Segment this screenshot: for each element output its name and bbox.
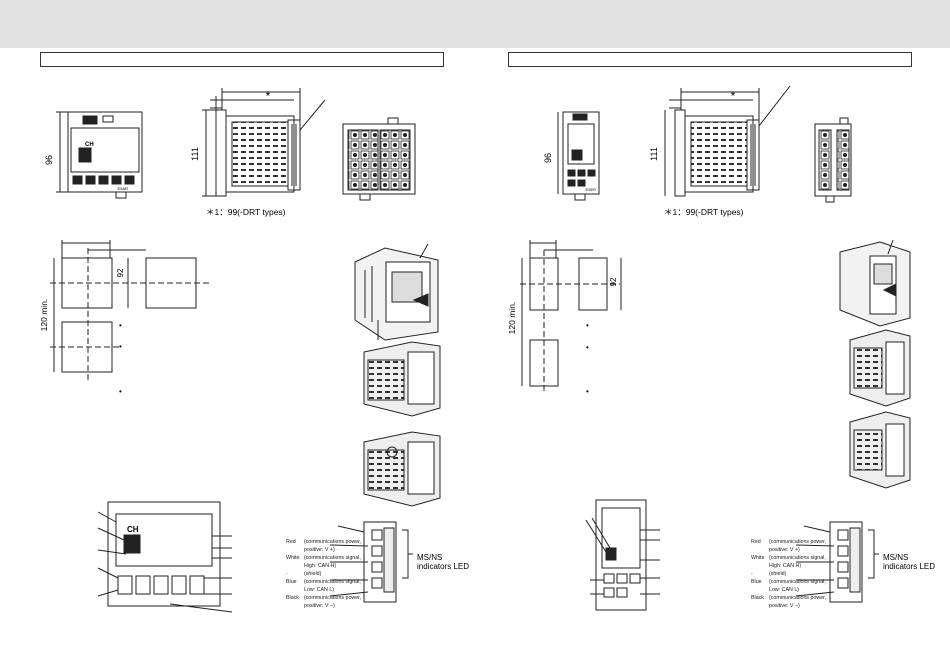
legend-black-desc: (communications power, (304, 595, 361, 601)
legend-red-desc: (communications power, (304, 539, 361, 545)
left-connector-detail (329, 521, 413, 603)
right-msns-label-1: MS/NS (883, 553, 908, 562)
left-bullet-1: • (119, 321, 122, 330)
right-bullet-2: • (586, 343, 589, 352)
right-front-panel-detail (585, 499, 660, 611)
right-dim-depth: 111 (649, 147, 659, 161)
legend-white-note: High: CAN H) (304, 563, 336, 569)
right-msns-label-2: indicators LED (883, 562, 935, 571)
right-cutout-dim: 92 (609, 277, 618, 286)
legend-blue-note: Low: CAN L) (769, 587, 799, 593)
legend-red-color: Red (751, 539, 761, 545)
right-front-brand: E5ER (586, 187, 597, 192)
left-cutout-min: 120 min. (39, 299, 49, 332)
legend-blue-note: Low: CAN L) (304, 587, 334, 593)
legend-red-color: Red (286, 539, 296, 545)
right-rear-view (814, 117, 852, 203)
right-cutout (520, 240, 622, 392)
right-footnote: ＊1：99(-DRT types) (664, 207, 744, 217)
left-footnote: ＊1：99(-DRT types) (206, 207, 286, 217)
section-bar-left (40, 52, 444, 67)
legend-blue-desc: (communications signal, (304, 579, 361, 585)
right-asterisk: * (731, 89, 736, 103)
header-band (0, 0, 950, 48)
legend-white-note: High: CAN H) (769, 563, 801, 569)
left-bullet-3: • (119, 387, 122, 396)
left-rear-view (342, 117, 416, 201)
left-front-brand: E5AR (118, 186, 129, 191)
left-front-view (56, 111, 143, 199)
legend-dash: - (286, 571, 288, 577)
right-mounting-illustration-2 (849, 329, 911, 407)
left-side-view (202, 88, 326, 197)
left-bullet-2: • (119, 342, 122, 351)
right-cutout-min: 120 min. (507, 302, 517, 335)
legend-blue-color: Blue (751, 579, 762, 585)
left-front-label: CH (85, 142, 94, 148)
legend-dash: - (751, 571, 753, 577)
left-cutout-dim: 92 (116, 268, 125, 277)
left-mounting-illustration-1 (354, 243, 439, 341)
legend-black-note: positive: V −) (769, 603, 800, 609)
right-bullet-3: • (586, 387, 589, 396)
left-display-label: CH (127, 525, 139, 534)
legend-red-note: positive: V +) (769, 547, 800, 553)
left-cutout (50, 240, 210, 380)
right-dim-height: 96 (543, 153, 553, 163)
right-wire-legend: Red (communications power, positive: V +… (751, 539, 826, 609)
right-side-view (664, 85, 791, 197)
legend-white-desc: (communications signal, (769, 555, 826, 561)
right-front-view (557, 111, 600, 201)
legend-black-color: Black (286, 595, 299, 601)
legend-black-note: positive: V −) (304, 603, 335, 609)
section-bar-right (508, 52, 912, 67)
legend-red-desc: (communications power, (769, 539, 826, 545)
left-mounting-illustration-3 (363, 431, 441, 507)
right-connector-detail (795, 521, 879, 603)
legend-red-note: positive: V +) (304, 547, 335, 553)
legend-shield: (shield) (769, 571, 787, 577)
right-bullet-1: • (586, 321, 589, 330)
left-dim-height: 96 (44, 155, 54, 165)
left-mounting-illustration-2 (363, 341, 441, 417)
legend-shield: (shield) (304, 571, 322, 577)
legend-black-desc: (communications power, (769, 595, 826, 601)
left-dim-depth: 111 (190, 147, 200, 161)
legend-white-desc: (communications signal, (304, 555, 361, 561)
left-wire-legend: Red (communications power, positive: V +… (286, 539, 361, 609)
legend-black-color: Black (751, 595, 764, 601)
left-front-panel-detail (97, 501, 233, 613)
legend-blue-color: Blue (286, 579, 297, 585)
right-mounting-illustration-1 (839, 239, 911, 327)
legend-white-color: White (751, 555, 765, 561)
legend-blue-desc: (communications signal, (769, 579, 826, 585)
legend-white-color: White (286, 555, 300, 561)
left-msns-label-2: indicators LED (417, 562, 469, 571)
left-asterisk: * (266, 89, 271, 103)
left-msns-label-1: MS/NS (417, 553, 442, 562)
right-mounting-illustration-3 (849, 411, 911, 489)
